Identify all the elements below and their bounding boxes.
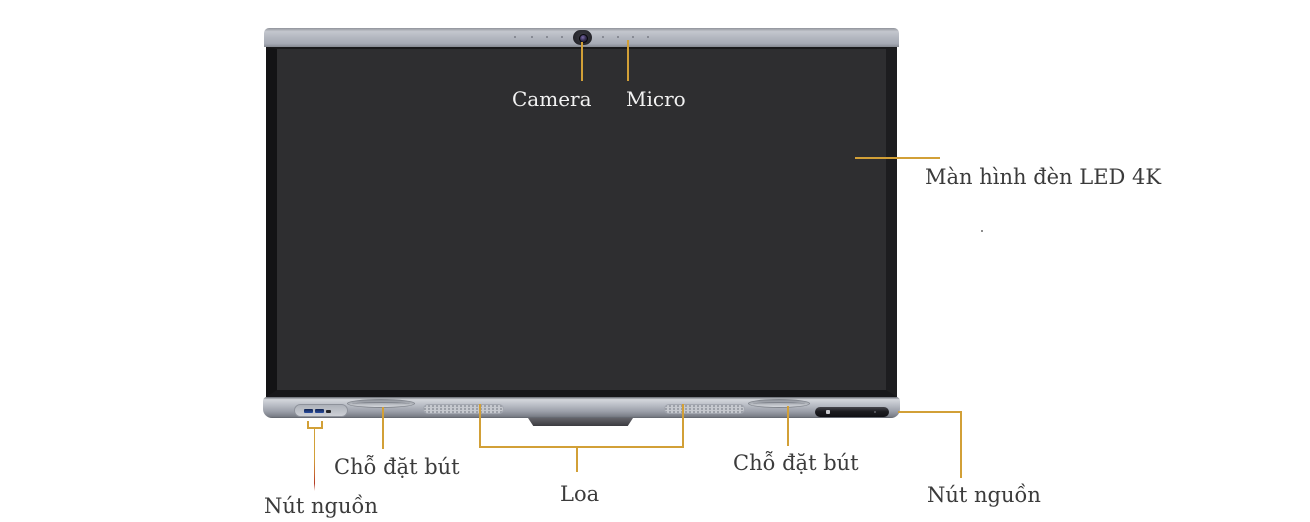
usb-bracket-right-tick (321, 421, 323, 428)
pen-left-pointer-line (382, 407, 384, 449)
top-bezel (264, 28, 899, 47)
pen-tray-right (748, 399, 810, 408)
speaker-bracket-bottom (479, 446, 684, 448)
power-right-label: Nút nguồn (927, 483, 1041, 507)
pen-tray-groove (752, 402, 806, 406)
usb-bracket-bottom (307, 427, 323, 429)
speaker-grille-right (664, 404, 745, 414)
mic-hole-icon (647, 36, 649, 38)
power-indicator-icon (826, 410, 830, 414)
pen-tray-groove (351, 402, 411, 406)
screen-pointer-line (855, 157, 940, 159)
pen-tray-right-label: Chỗ đặt bút (733, 451, 859, 475)
usb-port-icon (304, 409, 313, 413)
camera-lens-icon (579, 34, 588, 43)
camera-pointer-line (581, 42, 583, 81)
usb-port-icon (315, 409, 324, 413)
speaker-bracket-left-leg (479, 404, 481, 447)
power-left-label: Nút nguồn (264, 494, 378, 518)
pen-right-pointer-line (787, 406, 789, 446)
wall-mount-bracket (528, 418, 633, 426)
mic-hole-icon (632, 36, 634, 38)
speaker-grille-left (423, 404, 504, 414)
power-led-icon (874, 411, 876, 413)
power-right-pointer-line-vertical (960, 411, 962, 478)
power-right-pointer-line-horizontal (898, 411, 961, 413)
micro-label: Micro (626, 87, 686, 111)
camera-label: Camera (512, 87, 592, 111)
pen-tray-left (347, 399, 415, 408)
usb-bracket-left-tick (307, 421, 309, 428)
mic-hole-icon (617, 36, 619, 38)
speaker-label: Loa (560, 482, 600, 506)
power-left-pointer-line (313, 428, 315, 491)
dust-speck (981, 230, 983, 232)
pen-tray-left-label: Chỗ đặt bút (334, 455, 460, 479)
camera-module-icon (573, 30, 592, 45)
speaker-pointer-stem (576, 447, 578, 472)
led-screen-label: Màn hình đèn LED 4K (925, 165, 1162, 189)
mic-hole-icon (561, 36, 563, 38)
usb-port-panel (294, 404, 348, 417)
mic-hole-icon (531, 36, 533, 38)
usb-port-icon (326, 410, 331, 413)
power-button-bar (815, 407, 889, 417)
micro-pointer-line (627, 40, 629, 81)
display-screen (266, 47, 897, 397)
mic-hole-icon (602, 36, 604, 38)
mic-hole-icon (514, 36, 516, 38)
mic-hole-icon (546, 36, 548, 38)
speaker-bracket-right-leg (682, 404, 684, 447)
